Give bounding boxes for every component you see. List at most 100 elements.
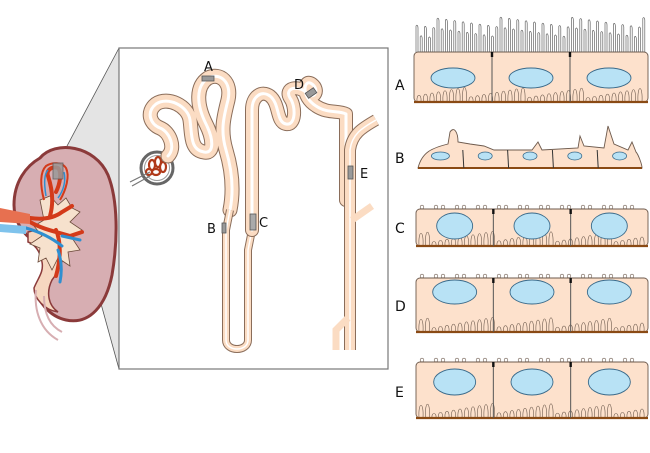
microvillus: [491, 35, 494, 52]
basal-infolding: [587, 321, 593, 333]
apical-bleb: [517, 273, 523, 279]
nephron: A B C D E: [129, 60, 379, 353]
apical-bleb: [440, 273, 446, 279]
basal-infolding: [548, 317, 554, 333]
cell-nucleus: [477, 151, 493, 161]
apical-bleb: [475, 357, 481, 363]
microvillus: [453, 20, 457, 52]
basal-infolding: [470, 406, 476, 419]
apical-bleb: [601, 357, 607, 363]
apical-bleb: [482, 204, 488, 210]
cell-junction: [507, 149, 510, 169]
basal-infolding: [522, 407, 528, 419]
basal-infolding: [613, 327, 619, 333]
basal-infolding: [540, 94, 545, 103]
basal-infolding: [516, 237, 521, 247]
apical-bleb: [503, 357, 509, 363]
microvillus: [466, 32, 469, 52]
apical-bleb: [538, 357, 544, 363]
apical-bleb: [629, 357, 635, 363]
microvillus: [503, 27, 507, 52]
apical-bleb: [566, 357, 572, 363]
basal-infolding: [620, 326, 625, 333]
basal-infolding: [494, 91, 500, 103]
microvillus: [638, 26, 641, 52]
tight-junction: [568, 52, 572, 57]
basal-infolding: [555, 240, 560, 247]
ureter: [34, 289, 63, 341]
basal-infolding: [633, 409, 638, 419]
basal-infolding: [548, 231, 554, 247]
microvillus: [436, 17, 440, 52]
apical-bleb: [566, 273, 572, 279]
apical-bleb: [566, 204, 572, 210]
basal-infolding: [633, 237, 638, 247]
basal-infolding: [416, 94, 422, 103]
cell-nucleus: [430, 151, 450, 161]
apical-bleb: [503, 273, 509, 279]
apical-bleb: [580, 204, 586, 210]
microvillus: [428, 36, 431, 52]
basal-infolding: [600, 318, 606, 333]
cell-junction: [596, 149, 599, 169]
basal-infolding: [561, 325, 567, 333]
apical-bleb: [482, 273, 488, 279]
apical-bleb: [608, 204, 614, 210]
microvillus: [520, 29, 524, 52]
basal-infolding: [639, 236, 645, 247]
basal-infolding: [431, 327, 437, 333]
apical-bleb: [496, 357, 502, 363]
basal-infolding: [431, 241, 437, 247]
microvillus: [608, 32, 612, 52]
basal-infolding: [607, 317, 612, 333]
epithelium-panels: [413, 16, 649, 420]
basal-infolding: [533, 95, 539, 103]
basal-infolding: [438, 412, 443, 419]
basal-infolding: [559, 91, 565, 103]
microvillus: [613, 23, 616, 52]
efferent-arteriole: [131, 175, 151, 187]
cell-nucleus: [586, 279, 632, 305]
apical-bleb: [419, 357, 425, 363]
apical-bleb: [517, 357, 523, 363]
nephron-label-a: A: [204, 60, 213, 75]
panel-label-b: B: [395, 151, 405, 167]
apical-bleb: [545, 357, 551, 363]
microvillus: [419, 35, 423, 52]
basal-infolding: [639, 322, 645, 333]
sample-marker-a: [201, 75, 215, 82]
sample-marker-d: [304, 87, 318, 99]
microvillus: [596, 20, 599, 52]
microvillus: [604, 21, 608, 52]
glomerulus: [144, 155, 168, 177]
microvillus: [634, 36, 637, 52]
collecting-duct-branch-upper: [349, 203, 375, 223]
microvillus: [587, 19, 591, 52]
microvillus: [571, 17, 574, 52]
microvillus: [482, 34, 486, 52]
basal-infolding: [483, 232, 489, 247]
apical-bleb: [608, 357, 614, 363]
basal-infolding: [618, 91, 623, 103]
basal-infolding: [425, 231, 430, 247]
basal-infolding: [464, 407, 469, 419]
microvillus: [457, 30, 461, 52]
basal-infolding: [477, 405, 482, 419]
apical-bleb: [454, 204, 460, 210]
nephron-label-b: B: [207, 222, 216, 237]
apical-bleb: [475, 273, 481, 279]
apical-bleb: [580, 357, 586, 363]
renal-vein-inlet: [0, 224, 26, 234]
apical-bleb: [419, 204, 425, 210]
basal-infolding: [442, 90, 448, 103]
apical-bleb: [608, 273, 614, 279]
microvillus: [461, 21, 465, 52]
basal-infolding: [624, 90, 630, 103]
microvillus: [541, 22, 545, 52]
tight-junction: [569, 278, 572, 283]
apical-bleb: [622, 273, 628, 279]
microvillus: [440, 28, 444, 52]
basal-infolding: [477, 319, 482, 333]
apical-bleb: [559, 273, 565, 279]
cell-nucleus: [510, 368, 554, 396]
